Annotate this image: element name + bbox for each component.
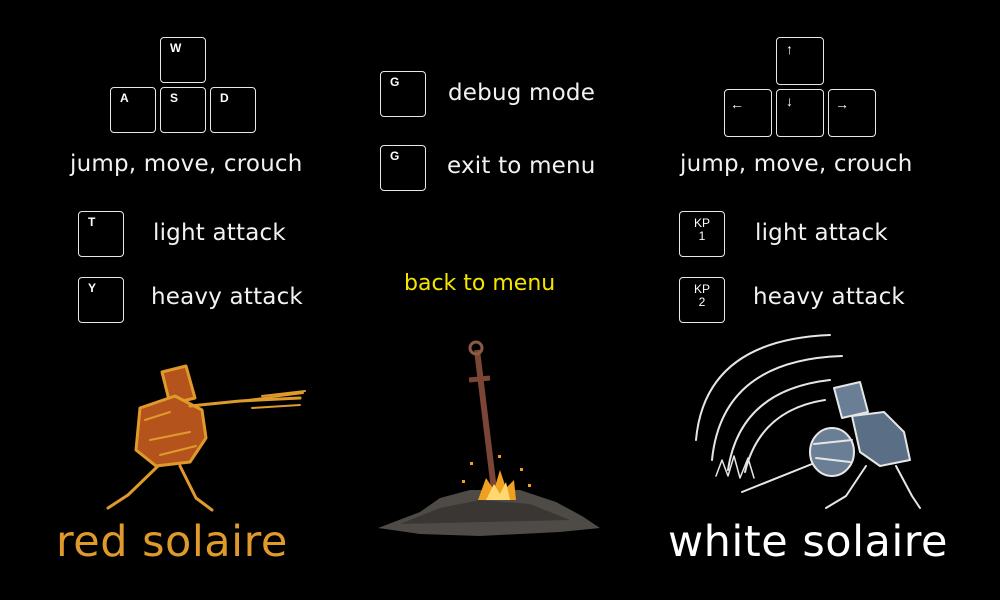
key-kp1-bottom: 1 (698, 229, 706, 243)
key-w: W (160, 37, 206, 83)
key-a-label: A (120, 91, 129, 105)
left-heavy-attack-label: heavy attack (151, 284, 303, 310)
key-s: S (160, 87, 206, 133)
back-to-menu-button[interactable]: back to menu (404, 271, 556, 296)
key-y: Y (78, 277, 124, 323)
key-g-debug-label: G (390, 75, 400, 89)
key-d-label: D (220, 91, 229, 105)
left-light-attack-label: light attack (153, 220, 286, 246)
red-player-name: red solaire (56, 517, 288, 567)
right-heavy-attack-label: heavy attack (753, 284, 905, 310)
key-kp1-top: KP (693, 216, 710, 230)
key-g-debug: G (380, 71, 426, 117)
key-d: D (210, 87, 256, 133)
key-g-exit-label: G (390, 149, 400, 163)
exit-to-menu-label: exit to menu (447, 153, 596, 179)
up-arrow-icon: ↑ (786, 41, 793, 57)
right-light-attack-label: light attack (755, 220, 888, 246)
debug-mode-label: debug mode (448, 80, 596, 106)
key-y-label: Y (88, 281, 97, 295)
key-kp2-bottom: 2 (698, 295, 706, 309)
key-g-exit: G (380, 145, 426, 191)
key-w-label: W (170, 41, 182, 55)
key-right-arrow: → (828, 89, 876, 137)
left-move-label: jump, move, crouch (70, 151, 303, 177)
key-left-arrow: ← (724, 89, 772, 137)
key-kp2-top: KP (693, 282, 710, 296)
right-move-label: jump, move, crouch (680, 151, 913, 177)
right-arrow-icon: → (835, 96, 849, 112)
key-a: A (110, 87, 156, 133)
left-arrow-icon: ← (730, 96, 744, 112)
white-player-name: white solaire (668, 517, 948, 567)
key-up-arrow: ↑ (776, 37, 824, 85)
key-t: T (78, 211, 124, 257)
down-arrow-icon: ↓ (786, 93, 793, 109)
key-s-label: S (170, 91, 179, 105)
key-t-label: T (88, 215, 96, 229)
key-down-arrow: ↓ (776, 89, 824, 137)
